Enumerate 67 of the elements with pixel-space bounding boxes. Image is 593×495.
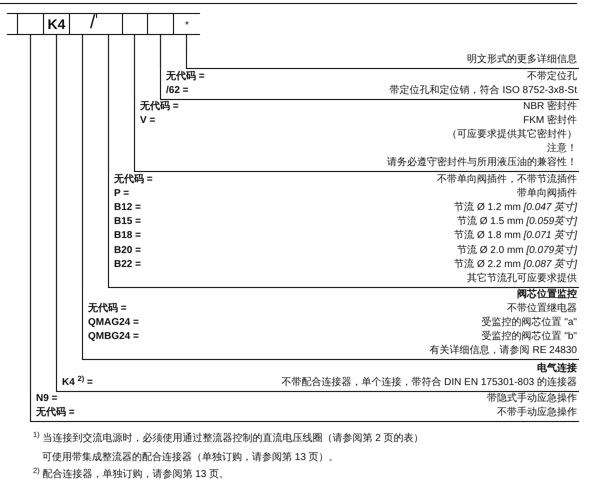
option-description: 不带定位孔	[527, 70, 577, 83]
leader-line	[56, 35, 58, 360]
option-code: QMBG24 =	[88, 331, 139, 343]
option-code: B22 =	[114, 258, 141, 271]
leader-line	[134, 35, 136, 100]
option-description: 带隐式手动应急操作	[487, 393, 577, 405]
option-code: /62 =	[166, 84, 189, 97]
option-description: 受监控的阀芯位置 "b"	[482, 331, 577, 343]
leader-line	[82, 35, 84, 288]
option-code: B20 =	[114, 244, 141, 257]
option-bracket	[186, 52, 579, 69]
option-description: 带单向阀插件	[517, 188, 577, 200]
code-position	[69, 13, 96, 35]
option-description: 节流 Ø 1.8 mm [0.071 英寸]	[454, 230, 577, 242]
option-code: V =	[140, 115, 156, 127]
option-description: 节流 Ø 2.0 mm [0.079英寸]	[456, 244, 577, 257]
footnote: $^{1)}$ 当连接到交流电源时，必须使用通过整流器控制的直流电压线圈（请参阅第 2 页的表）	[33, 433, 424, 444]
option-code: B12 =	[114, 202, 141, 214]
option-description: 注意！	[547, 143, 577, 155]
option-code: P =	[114, 188, 130, 200]
option-description: 明文形式的更多详细信息	[467, 54, 577, 66]
code-position	[17, 13, 43, 35]
option-description: FKM 密封件	[523, 115, 577, 127]
option-description: 带定位孔和定位销，符合 ISO 8752-3x8-St	[390, 84, 577, 97]
code-position	[96, 13, 122, 35]
option-code: B18 =	[114, 230, 141, 242]
option-description: 节流 Ø 2.2 mm [0.087 英寸]	[454, 258, 577, 271]
leader-line	[30, 35, 32, 392]
option-code: 无代码 =	[166, 70, 205, 83]
option-description: 节流 Ø 1.5 mm [0.059英寸]	[456, 216, 577, 228]
option-bracket	[82, 288, 579, 360]
leader-line	[160, 35, 162, 69]
option-description: 受监控的阀芯位置 "a"	[482, 317, 577, 329]
option-bracket	[30, 392, 579, 422]
option-description: （可应要求提供其它密封件）	[447, 129, 577, 141]
option-bracket	[108, 172, 579, 288]
option-code: 无代码 =	[114, 174, 153, 186]
option-bracket	[160, 69, 579, 100]
code-position: K4	[43, 13, 69, 35]
option-description: 有关详细信息，请参阅 RE 24830	[430, 345, 577, 357]
option-code: QMAG24 =	[88, 317, 139, 329]
section-heading: 电气连接	[537, 362, 577, 375]
option-description: 不带配合连接器，单个连接，带符合 DIN EN 175301-803 的连接器	[281, 376, 577, 389]
separator-slash: /	[90, 12, 96, 33]
option-code: 无代码 =	[88, 303, 127, 315]
option-code: K4 $^{2)}$ =	[62, 376, 93, 389]
footnote: 可使用带集成整流器的配合连接器（单独订购，请参阅第 13 页）。	[42, 452, 339, 463]
option-code: N9 =	[36, 393, 58, 405]
option-description: 节流 Ø 1.2 mm [0.047 英寸]	[454, 202, 577, 214]
section-heading: 阀芯位置监控	[517, 289, 577, 301]
option-description: 其它节流孔可应要求提供	[467, 272, 577, 285]
option-description: 请务必遵守密封件与所用液压油的兼容性！	[387, 157, 577, 169]
option-bracket	[56, 360, 579, 392]
code-position	[147, 13, 173, 35]
option-description: 不带位置继电器	[507, 303, 577, 315]
code-position	[122, 13, 147, 35]
option-description: 不带单向阀插件，不带节流插件	[437, 174, 577, 186]
option-code: 无代码 =	[36, 407, 75, 419]
option-code: B15 =	[114, 216, 141, 228]
footnote: $^{2)}$ 配合连接器，单独订购，请参阅第 13 页。	[33, 469, 230, 480]
option-description: NBR 密封件	[523, 101, 577, 113]
leader-line	[108, 35, 110, 172]
option-bracket	[134, 100, 579, 172]
code-position: *	[173, 13, 200, 35]
option-description: 不带手动应急操作	[497, 407, 577, 419]
option-code: 无代码 =	[140, 101, 179, 113]
leader-line	[186, 35, 188, 52]
